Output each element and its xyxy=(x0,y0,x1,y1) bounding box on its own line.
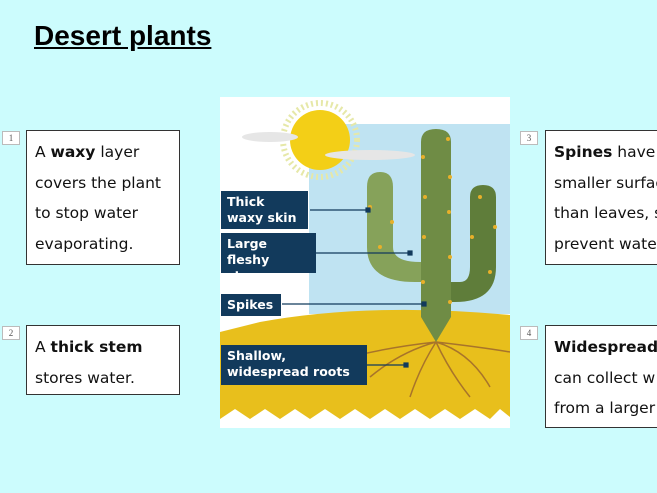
card-thick-stem: A thick stem stores water. xyxy=(26,325,180,395)
label-shallow-roots: Shallow, widespread roots xyxy=(221,345,367,385)
card-line: evaporating. xyxy=(35,234,134,253)
label-thick-waxy-skin: Thick waxy skin xyxy=(221,191,308,229)
bold-text: waxy xyxy=(50,143,96,161)
card-line: can collect w xyxy=(554,368,656,387)
card-number-2: 2 xyxy=(2,326,20,340)
card-line: Spines have a xyxy=(554,137,657,168)
text: have a xyxy=(617,143,657,161)
bold-text: Spines xyxy=(554,143,613,161)
card-waxy-layer: A waxy layer covers the plant to stop wa… xyxy=(26,130,180,265)
card-line: Widespread r xyxy=(554,332,657,363)
cactus-diagram: Thick waxy skin Large fleshy stems Spike… xyxy=(220,97,510,428)
bold-text: thick stem xyxy=(50,338,143,356)
cloud-icon xyxy=(242,132,415,160)
text: A xyxy=(35,143,51,161)
text: A xyxy=(35,338,51,356)
text: layer xyxy=(95,143,140,161)
card-line: A thick stem xyxy=(35,332,179,363)
card-line: covers the plant xyxy=(35,173,161,192)
card-widespread-roots: Widespread r can collect w from a larger xyxy=(545,325,657,428)
card-line: A waxy layer xyxy=(35,137,179,168)
bold-text: Widespread r xyxy=(554,338,657,356)
roots xyxy=(349,341,510,398)
label-leaders xyxy=(282,207,427,368)
card-line: than leaves, s xyxy=(554,204,657,222)
card-line: stores water. xyxy=(35,368,135,387)
label-spikes: Spikes xyxy=(221,294,281,316)
page-title: Desert plants xyxy=(34,20,212,51)
card-spines: Spines have a smaller surfac than leaves… xyxy=(545,130,657,265)
card-line: smaller surfac xyxy=(554,173,657,192)
card-line: from a larger xyxy=(554,399,656,417)
card-line: prevent wate xyxy=(554,234,657,253)
card-number-4: 4 xyxy=(520,326,538,340)
card-number-3: 3 xyxy=(520,131,538,145)
card-line: to stop water xyxy=(35,204,139,222)
cactus xyxy=(367,129,497,342)
card-number-1: 1 xyxy=(2,131,20,145)
label-large-fleshy-stems: Large fleshy stems xyxy=(221,233,316,283)
